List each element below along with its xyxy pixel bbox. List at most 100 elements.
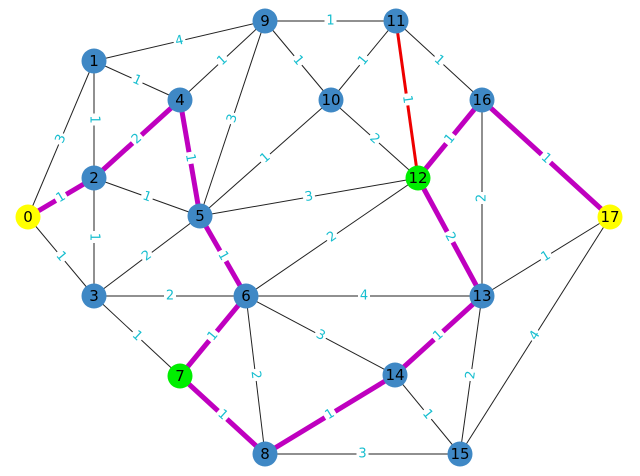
edge-weight-bg-6-12 xyxy=(322,227,342,247)
edges-layer xyxy=(26,20,612,457)
edge-weight-13-15: 2 xyxy=(463,370,479,380)
edge-weight-bg-5-10 xyxy=(255,148,276,168)
edge-weight-bg-0-2 xyxy=(51,187,71,208)
edge-weight-bg-2-5 xyxy=(138,187,156,207)
node-circle-4[interactable] xyxy=(167,87,193,113)
node-16[interactable]: 16 xyxy=(469,87,495,113)
node-label-7: 7 xyxy=(175,367,185,385)
node-circle-11[interactable] xyxy=(383,8,409,34)
edge-weight-bg-12-16 xyxy=(440,129,460,149)
edge-weight-3-6: 2 xyxy=(166,289,174,304)
node-circle-12[interactable] xyxy=(405,165,431,191)
edge-weight-5-12: 3 xyxy=(304,189,315,205)
edge-weight-11-12: 1 xyxy=(399,94,415,104)
node-label-14: 14 xyxy=(385,366,404,384)
node-circle-17[interactable] xyxy=(597,204,623,230)
node-circle-8[interactable] xyxy=(252,441,278,467)
node-3[interactable]: 3 xyxy=(81,283,107,309)
edge-weight-bg-0-3 xyxy=(51,246,71,267)
edge-weight-bg-6-13 xyxy=(358,288,370,304)
node-circle-9[interactable] xyxy=(252,8,278,34)
edge-weight-bg-1-4 xyxy=(128,70,146,91)
node-4[interactable]: 4 xyxy=(167,87,193,113)
edge-weight-13-16: 2 xyxy=(475,194,490,202)
node-circle-10[interactable] xyxy=(318,87,344,113)
node-9[interactable]: 9 xyxy=(252,8,278,34)
node-12[interactable]: 12 xyxy=(405,165,431,191)
node-label-3: 3 xyxy=(89,287,99,305)
node-circle-13[interactable] xyxy=(469,283,495,309)
edge-weight-bg-9-10 xyxy=(288,50,308,71)
edge-weight-bg-10-11 xyxy=(353,50,374,71)
edge-weight-bg-14-15 xyxy=(417,404,438,425)
node-label-4: 4 xyxy=(175,91,185,109)
edge-weight-bg-13-14 xyxy=(428,325,449,346)
edge-weight-bg-12-13 xyxy=(440,227,460,247)
edge-weight-bg-11-12 xyxy=(398,92,416,107)
node-label-6: 6 xyxy=(241,287,251,305)
node-label-13: 13 xyxy=(472,287,491,305)
edge-weight-bg-5-6 xyxy=(213,246,233,266)
node-label-9: 9 xyxy=(260,12,270,30)
node-label-1: 1 xyxy=(89,52,99,70)
edge-weight-bg-4-5 xyxy=(181,150,199,166)
edge-weight-6-8: 2 xyxy=(248,370,264,380)
node-1[interactable]: 1 xyxy=(81,48,107,74)
node-circle-6[interactable] xyxy=(233,283,259,309)
node-label-5: 5 xyxy=(195,207,205,225)
node-label-2: 2 xyxy=(89,169,99,187)
node-2[interactable]: 2 xyxy=(81,165,107,191)
node-circle-3[interactable] xyxy=(81,283,107,309)
node-7[interactable]: 7 xyxy=(167,363,193,389)
node-label-11: 11 xyxy=(386,12,405,30)
edge-weight-bg-4-9 xyxy=(212,50,233,71)
edge-weight-bg-13-17 xyxy=(536,246,556,267)
edge-weight-1-2: 1 xyxy=(87,115,102,123)
node-15[interactable]: 15 xyxy=(447,441,473,467)
node-10[interactable]: 10 xyxy=(318,87,344,113)
edge-weight-8-15: 3 xyxy=(358,447,366,462)
node-13[interactable]: 13 xyxy=(469,283,495,309)
node-circle-15[interactable] xyxy=(447,441,473,467)
edge-weight-bg-1-9 xyxy=(171,31,188,51)
node-8[interactable]: 8 xyxy=(252,441,278,467)
node-14[interactable]: 14 xyxy=(382,362,408,388)
node-6[interactable]: 6 xyxy=(233,283,259,309)
node-circle-2[interactable] xyxy=(81,165,107,191)
node-circle-14[interactable] xyxy=(382,362,408,388)
edge-weight-2-3: 1 xyxy=(87,233,102,241)
node-5[interactable]: 5 xyxy=(187,203,213,229)
edge-weight-bg-3-5 xyxy=(137,246,157,266)
edge-weight-bg-9-11 xyxy=(324,13,337,29)
edge-weight-bg-2-3 xyxy=(86,231,102,243)
edge-weight-bg-11-16 xyxy=(429,50,449,71)
node-label-15: 15 xyxy=(450,445,469,463)
edge-weight-bg-6-7 xyxy=(203,326,223,346)
node-circle-16[interactable] xyxy=(469,87,495,113)
node-circle-0[interactable] xyxy=(15,204,41,230)
node-11[interactable]: 11 xyxy=(383,8,409,34)
node-label-0: 0 xyxy=(23,208,33,226)
node-label-16: 16 xyxy=(472,91,491,109)
edge-weight-bg-6-8 xyxy=(246,368,265,382)
edge-weight-bg-1-2 xyxy=(86,113,102,126)
edge-weight-9-11: 1 xyxy=(326,14,334,29)
edge-weight-bg-0-1 xyxy=(51,130,71,148)
edge-weight-6-13: 4 xyxy=(360,289,368,304)
edge-weight-bg-3-6 xyxy=(164,288,176,304)
node-circle-7[interactable] xyxy=(167,363,193,389)
node-label-8: 8 xyxy=(260,445,270,463)
node-0[interactable]: 0 xyxy=(15,204,41,230)
edge-weight-bg-6-14 xyxy=(311,325,330,346)
edge-weight-bg-5-9 xyxy=(223,110,242,127)
node-circle-1[interactable] xyxy=(81,48,107,74)
node-label-12: 12 xyxy=(408,169,427,187)
edge-weight-1-9: 4 xyxy=(174,33,185,49)
edge-weight-bg-3-7 xyxy=(127,326,147,346)
node-17[interactable]: 17 xyxy=(597,204,623,230)
node-circle-5[interactable] xyxy=(187,203,213,229)
node-label-17: 17 xyxy=(600,208,619,226)
